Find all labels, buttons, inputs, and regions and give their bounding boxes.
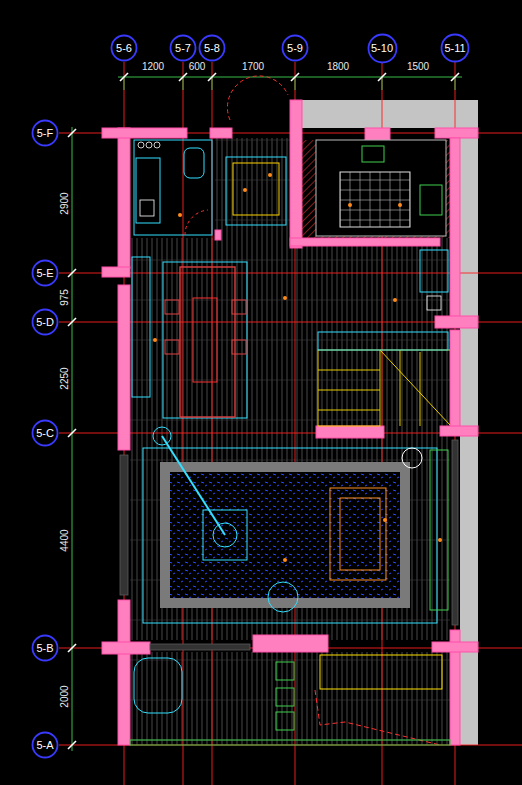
axis-label: 5-8 [204, 42, 220, 54]
axis-label: 5-6 [116, 42, 132, 54]
axis-label: 5-A [36, 739, 53, 751]
dimension-text: 600 [188, 61, 207, 72]
axis-bubble: 5-9 [281, 34, 309, 62]
axis-label: 5-C [36, 427, 54, 439]
dimension-text: 1200 [141, 61, 165, 72]
axis-bubble: 5-10 [367, 33, 398, 64]
bubble-circle [283, 36, 308, 61]
axis-label: 5-B [36, 642, 53, 654]
axis-label: 5-D [36, 316, 54, 328]
bubble-circle [200, 36, 225, 61]
axis-bubble: 5-8 [198, 34, 226, 62]
bubble-circle [368, 34, 396, 62]
dimension-text: 1800 [326, 61, 350, 72]
dimension-text: 1700 [241, 61, 265, 72]
axis-label: 5-9 [287, 42, 303, 54]
axis-bubble: 5-6 [110, 34, 138, 62]
bubble-circle [112, 36, 137, 61]
axis-label: 5-F [37, 127, 54, 139]
axis-label: 5-E [36, 267, 53, 279]
dimension-text: 2000 [59, 684, 70, 708]
dimension-text: 2900 [59, 191, 70, 215]
axis-label: 5-11 [444, 42, 465, 54]
dimension-text: 1500 [406, 61, 430, 72]
dimension-text: 975 [59, 288, 70, 307]
axis-bubble: 5-7 [169, 34, 197, 62]
axis-bubble: 5-C [31, 419, 59, 447]
bubble-circle [33, 421, 58, 446]
axis-label: 5-7 [175, 42, 191, 54]
bubble-circle [33, 636, 58, 661]
axis-bubble: 5-F [31, 119, 59, 147]
axis-bubble: 5-B [31, 634, 59, 662]
bubble-circle [442, 35, 469, 62]
bubble-circle [33, 310, 58, 335]
bubble-circle [33, 121, 58, 146]
bubble-circle [33, 733, 58, 758]
bubble-circle [33, 261, 58, 286]
axis-bubble: 5-11 [440, 33, 470, 63]
axis-bubble: 5-D [31, 308, 59, 336]
bubble-circle [171, 36, 196, 61]
axis-bubble: 5-E [31, 259, 59, 287]
dimension-text: 4400 [59, 528, 70, 552]
axis-bubble: 5-A [31, 731, 59, 759]
axis-label: 5-10 [371, 42, 393, 54]
dimension-text: 2250 [59, 366, 70, 390]
